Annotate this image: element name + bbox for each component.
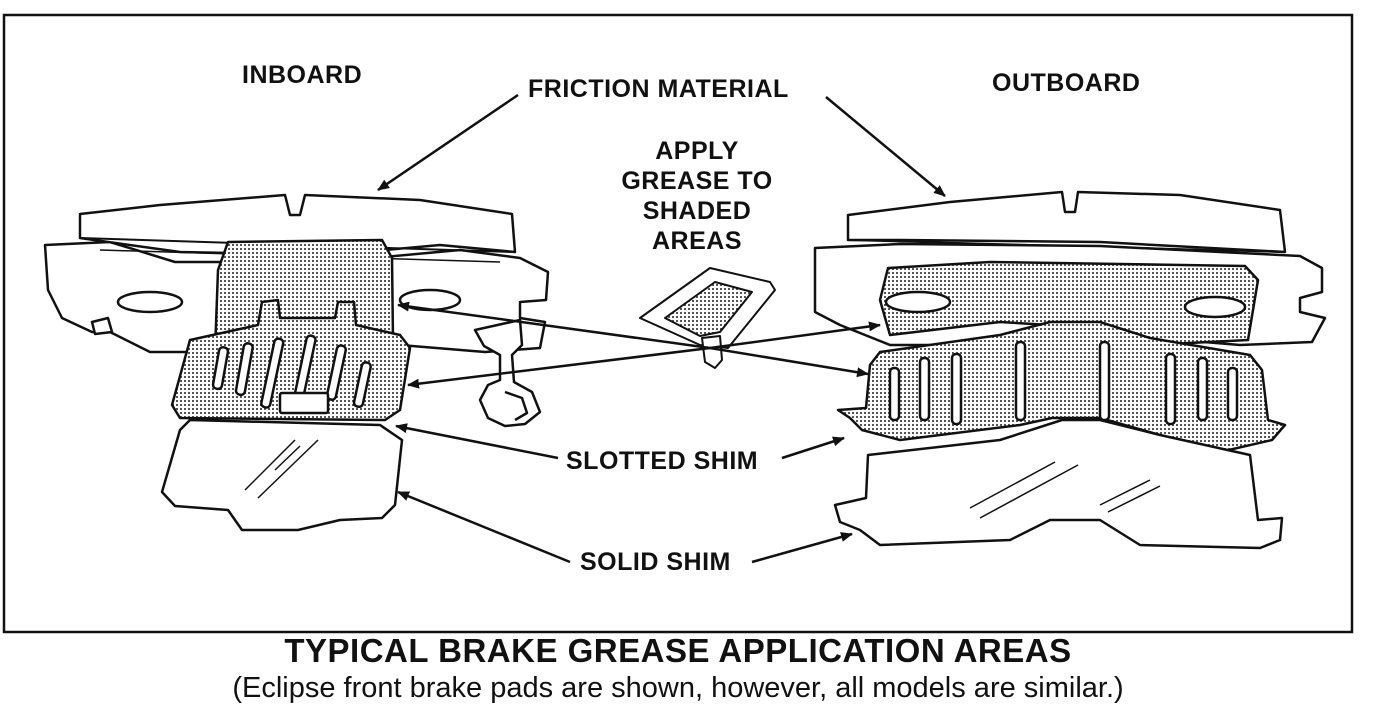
outboard-label: OUTBOARD xyxy=(988,69,1145,98)
apply-grease-line-1: APPLY xyxy=(655,137,739,165)
shim-slot xyxy=(918,356,931,422)
inboard-pad xyxy=(43,193,550,354)
grease-packet xyxy=(639,267,776,369)
apply-grease-label: APPLY GREASE TO SHADED AREAS xyxy=(597,136,797,256)
shim-glare xyxy=(979,464,1079,519)
arrow-grease-outboard-shim xyxy=(709,346,869,378)
slotted-shim-label: SLOTTED SHIM xyxy=(562,447,763,476)
grease-drip xyxy=(701,335,723,369)
shim-glare xyxy=(244,439,296,491)
shim-slot xyxy=(950,352,963,426)
outboard-friction-material xyxy=(846,190,1287,254)
apply-grease-line-2: GREASE TO xyxy=(621,167,773,195)
shim-slot xyxy=(1098,340,1111,422)
shim-slot xyxy=(1196,356,1209,422)
grease-packet-contents xyxy=(664,281,753,337)
applicator-tool-detail xyxy=(504,390,529,422)
inboard-pad-tab xyxy=(90,316,114,336)
inboard-slotted-shim xyxy=(170,298,412,422)
shim-slot xyxy=(325,344,348,401)
apply-grease-line-4: AREAS xyxy=(651,227,742,255)
shim-glare xyxy=(969,461,1056,509)
arrow-solid-outboard xyxy=(751,532,853,564)
figure-caption-title: TYPICAL BRAKE GREASE APPLICATION AREAS xyxy=(284,632,1072,669)
outboard-slotted-shim xyxy=(836,320,1287,454)
shim-glare xyxy=(274,445,301,471)
inboard-slotted-shim-outline xyxy=(170,298,412,422)
outboard-solid-shim xyxy=(833,418,1284,550)
solid-shim-label: SOLID SHIM xyxy=(576,548,735,577)
arrow-friction-outboard xyxy=(825,96,946,197)
arrow-grease-outboard-plate xyxy=(709,321,881,350)
arrow-grease-inboard-shim xyxy=(407,346,711,389)
outboard-hole xyxy=(1183,295,1247,319)
inboard-solid-shim xyxy=(160,418,404,532)
inboard-label: INBOARD xyxy=(238,61,367,90)
shim-slot xyxy=(260,337,285,409)
shim-slot xyxy=(1164,352,1177,426)
figure-caption-subtitle: (Eclipse front brake pads are shown, how… xyxy=(232,672,1124,704)
friction-material-label: FRICTION MATERIAL xyxy=(524,75,793,104)
apply-grease-line-3: SHADED xyxy=(642,197,752,225)
shim-slot xyxy=(352,361,372,409)
outboard-hole xyxy=(884,290,952,314)
outboard-solid-shim-outline xyxy=(833,418,1284,550)
outboard-pad xyxy=(813,190,1327,347)
shim-glare xyxy=(257,439,319,499)
shim-glare xyxy=(1107,485,1161,513)
arrow-solid-inboard xyxy=(397,490,571,564)
shim-glare xyxy=(1099,479,1151,506)
shim-slot xyxy=(1014,340,1027,422)
shim-slot xyxy=(234,342,254,397)
arrow-slotted-inboard xyxy=(395,423,559,460)
shim-slot xyxy=(211,346,230,391)
arrow-friction-inboard xyxy=(377,93,519,192)
shim-slot xyxy=(888,366,901,422)
inboard-hole xyxy=(116,290,184,314)
leader-lines xyxy=(377,93,946,564)
figure-frame xyxy=(2,13,1354,634)
arrow-grease-inboard-plate xyxy=(397,301,711,350)
shim-slot xyxy=(1226,366,1239,422)
arrow-slotted-outboard xyxy=(781,436,845,460)
shim-clip xyxy=(278,391,330,415)
